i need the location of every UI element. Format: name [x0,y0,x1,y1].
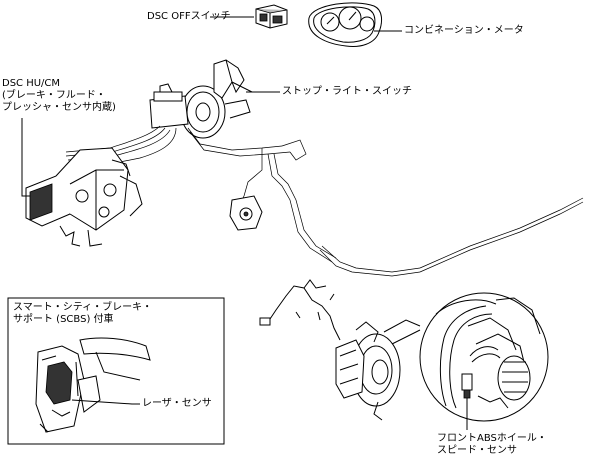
label-dsc-off-switch: DSC OFFスイッチ [147,11,231,22]
label-stop-light-switch: ストップ・ライト・スイッチ [282,86,412,97]
leader-dsc-hu [21,118,30,197]
brake-booster-icon [149,59,253,139]
leader-detail-link [391,329,421,345]
label-laser-sensor: レーザ・センサ [142,398,212,409]
proportioning-bracket-icon [229,195,263,231]
label-front-abs-sensor: フロントABSホイール・ スピード・センサ [437,433,547,456]
brake-lines-upper [65,125,584,277]
label-dsc-hu-cm: DSC HU/CM (ブレーキ・フルード・ プレッシャ・センサ内蔵) [2,78,116,113]
label-combination-meter: コンビネーション・メータ [404,25,524,36]
scbs-inset-frame [7,297,225,445]
label-scbs-box-title: スマート・シティ・ブレーキ・ サポート (SCBS) 付車 [13,302,153,325]
leader-laser [71,399,140,405]
laser-sensor-icon [35,337,151,433]
dsc-hydraulic-unit-icon [25,147,143,247]
front-brake-disc-icon [335,319,421,421]
combination-meter-icon [308,2,383,47]
wheel-speed-harness-icon [259,279,341,341]
abs-sensor-detail-view [419,292,549,422]
dsc-off-switch-icon [255,4,288,29]
